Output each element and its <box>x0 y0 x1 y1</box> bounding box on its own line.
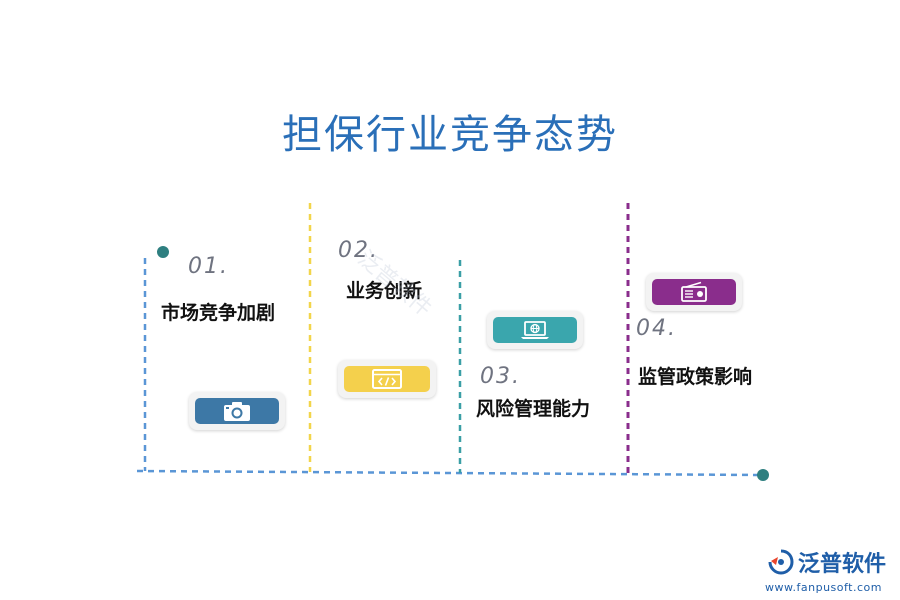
item-number-03: 03. <box>480 364 521 389</box>
brand-url: www.fanpusoft.com <box>765 581 882 594</box>
laptop-globe-icon <box>521 321 549 339</box>
start-dot <box>157 246 169 258</box>
icon-pill-02 <box>344 366 430 392</box>
brand-name: 泛普软件 <box>797 552 886 577</box>
icon-pill-03 <box>493 317 577 343</box>
code-window-icon <box>372 369 402 389</box>
page-title: 担保行业竞争态势 <box>282 112 618 158</box>
item-number-04: 04. <box>636 316 677 341</box>
brand-logo: 泛普软件 <box>768 546 886 578</box>
radio-icon <box>681 281 707 302</box>
icon-pill-04 <box>652 279 736 305</box>
icon-card-04 <box>646 273 742 311</box>
camera-icon <box>224 402 250 421</box>
timeline-baseline <box>136 469 761 477</box>
icon-card-02 <box>338 360 436 398</box>
icon-card-01 <box>189 392 285 430</box>
item-number-02: 02. <box>338 238 379 263</box>
item-label-01: 市场竞争加剧 <box>161 302 276 324</box>
item-label-03: 风险管理能力 <box>476 398 591 420</box>
item-label-04: 监管政策影响 <box>638 366 753 388</box>
item-number-01: 01. <box>188 254 229 279</box>
icon-pill-01 <box>195 398 279 424</box>
item-label-02: 业务创新 <box>346 280 423 302</box>
fanpu-logo-icon <box>768 549 794 575</box>
end-dot <box>757 469 769 481</box>
icon-card-03 <box>487 311 583 349</box>
